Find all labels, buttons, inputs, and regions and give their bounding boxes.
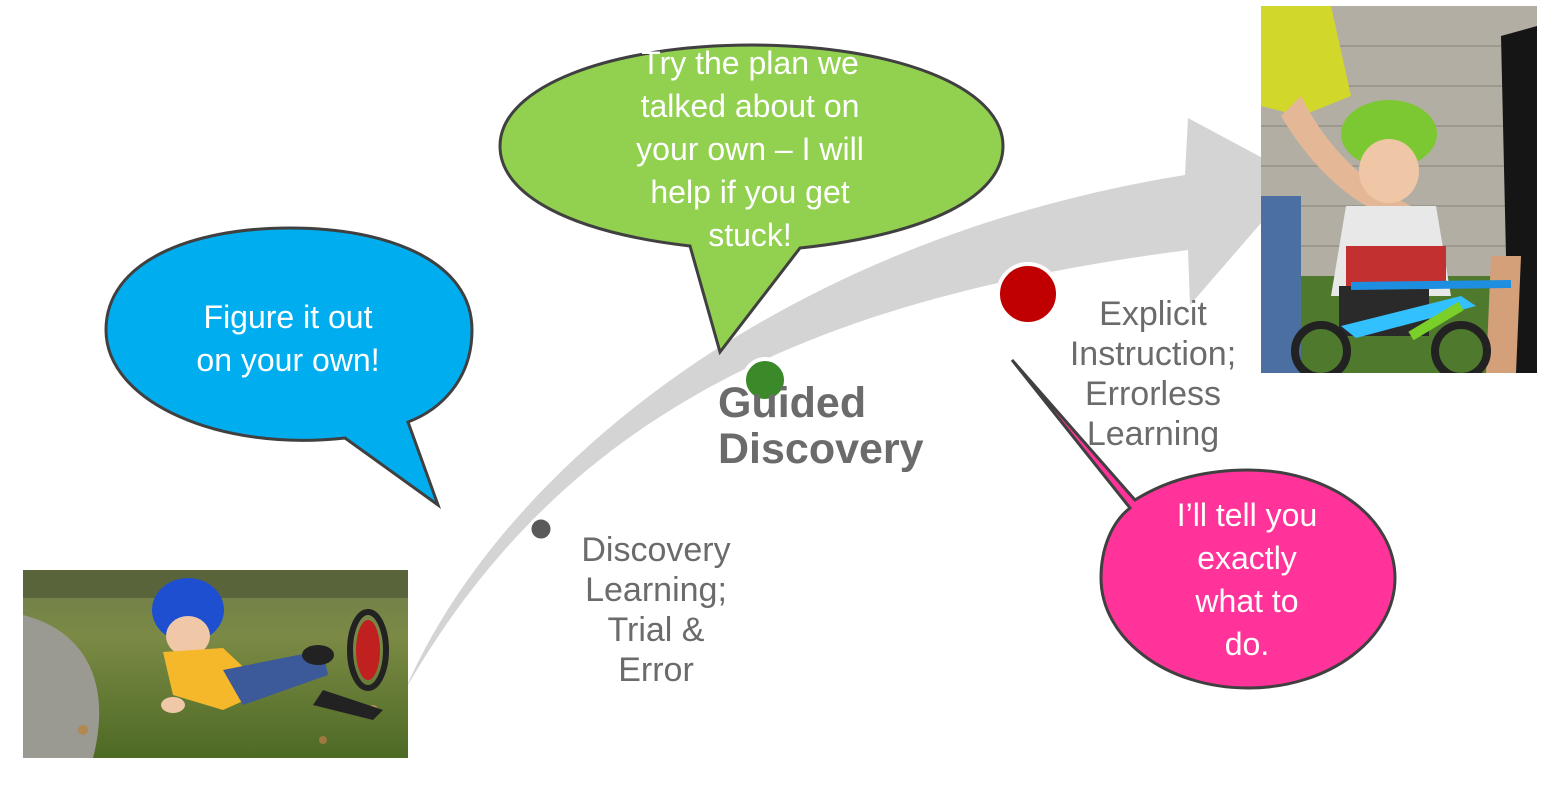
stage-label-line: Error (618, 651, 694, 689)
explicit-instruction-label: Explicit Instruction; Errorless Learning (1053, 294, 1253, 454)
guided-discovery-label: Guided Discovery (718, 380, 958, 472)
green-bubble-line: stuck! (708, 217, 792, 253)
blue-bubble (104, 226, 474, 510)
stage-label-line: Learning; (585, 571, 727, 609)
blue-bubble-line: on your own! (196, 342, 380, 378)
discovery-learning-label: Discovery Learning; Trial & Error (556, 530, 756, 690)
stage-label-line: Trial & (607, 611, 705, 649)
green-bubble-line: talked about on (640, 88, 860, 124)
stage-label-line: Discovery (718, 425, 924, 473)
pink-bubble-text: I’ll tell you exactly what to do. (1140, 494, 1354, 666)
stage-label-line: Guided (718, 379, 867, 427)
stage-label-line: Discovery (581, 531, 731, 569)
pink-bubble-line: exactly (1197, 540, 1297, 576)
explicit-dot (996, 262, 1060, 326)
blue-bubble-text: Figure it out on your own! (150, 296, 426, 382)
stage-label-line: Errorless (1084, 375, 1222, 413)
stage-label-line: Explicit (1099, 295, 1207, 333)
stage-label-line: Learning (1086, 415, 1220, 453)
progression-arrow (405, 118, 1300, 690)
pink-bubble-line: what to (1195, 583, 1299, 619)
blue-bubble-line: Figure it out (203, 299, 373, 335)
supported-child-photo (1261, 6, 1537, 373)
guided-dot (742, 357, 788, 403)
green-bubble-line: help if you get (650, 174, 850, 210)
green-bubble-text: Try the plan we talked about on your own… (580, 42, 920, 257)
pink-bubble (1010, 359, 1397, 690)
fallen-child-photo (23, 570, 408, 758)
green-bubble (498, 43, 1005, 356)
pink-bubble-line: do. (1224, 626, 1270, 662)
discovery-dot (528, 516, 554, 542)
stage-label-line: Instruction; (1069, 335, 1237, 373)
pink-bubble-line: I’ll tell you (1176, 497, 1318, 533)
green-bubble-line: Try the plan we (641, 45, 859, 81)
green-bubble-line: your own – I will (636, 131, 864, 167)
